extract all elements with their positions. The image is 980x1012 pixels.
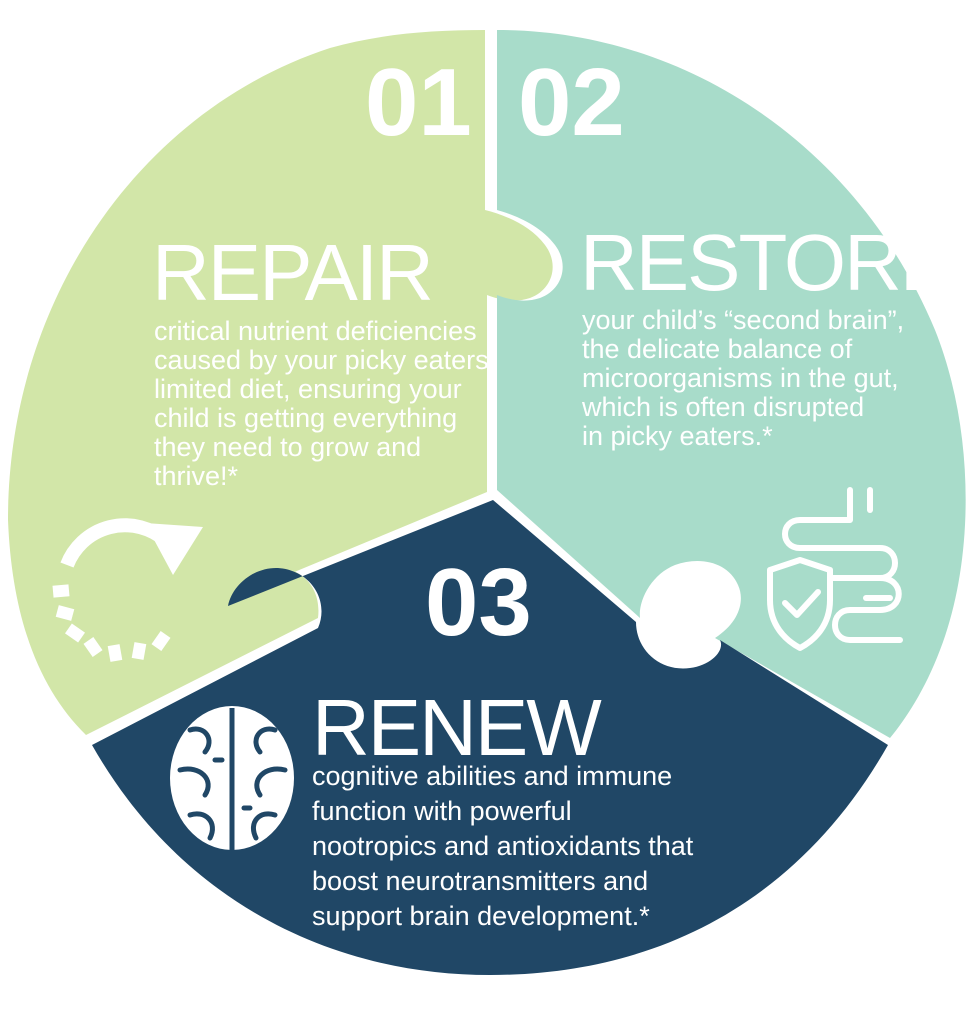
restore-description-line: microorganisms in the gut, — [582, 363, 899, 393]
renew-description: cognitive abilities and immune function w… — [312, 761, 694, 931]
repair-description-line: thrive!* — [154, 461, 239, 491]
segment-repair — [8, 30, 553, 735]
renew-number: 03 — [425, 549, 532, 656]
renew-cycle-arrow-icon — [52, 518, 203, 662]
restore-title: RESTORE — [580, 218, 951, 307]
repair-title: REPAIR — [152, 228, 432, 317]
segment-renew — [92, 500, 888, 975]
repair-description-line: child is getting everything — [154, 403, 457, 433]
renew-description-line: support brain development.* — [312, 901, 650, 931]
restore-number: 02 — [518, 49, 625, 156]
repair-description-line: limited diet, ensuring your — [154, 374, 462, 404]
renew-title: RENEW — [312, 683, 602, 772]
renew-description-line: cognitive abilities and immune — [312, 761, 672, 791]
restore-description: your child’s “second brain”,the delicate… — [581, 305, 904, 451]
segment-repair-shape — [8, 30, 553, 735]
repair-description-line: caused by your picky eaters’ — [154, 345, 495, 375]
restore-description-line: which is often disrupted — [581, 392, 864, 422]
repair-number: 01 — [365, 49, 472, 156]
segment-restore — [497, 30, 966, 738]
gut-shield-check-icon — [767, 487, 903, 651]
brain-icon — [170, 706, 294, 850]
renew-description-line: function with powerful — [312, 796, 572, 826]
segment-renew-shape — [92, 500, 888, 975]
repair-description-line: critical nutrient deficiencies — [154, 316, 477, 346]
restore-description-line: in picky eaters.* — [582, 421, 773, 451]
segment-restore-shape — [497, 30, 966, 738]
renew-description-line: nootropics and antioxidants that — [312, 831, 694, 861]
renew-description-line: boost neurotransmitters and — [312, 866, 648, 896]
repair-description-line: they need to grow and — [154, 432, 421, 462]
restore-description-line: your child’s “second brain”, — [582, 305, 904, 335]
restore-description-line: the delicate balance of — [582, 334, 853, 364]
